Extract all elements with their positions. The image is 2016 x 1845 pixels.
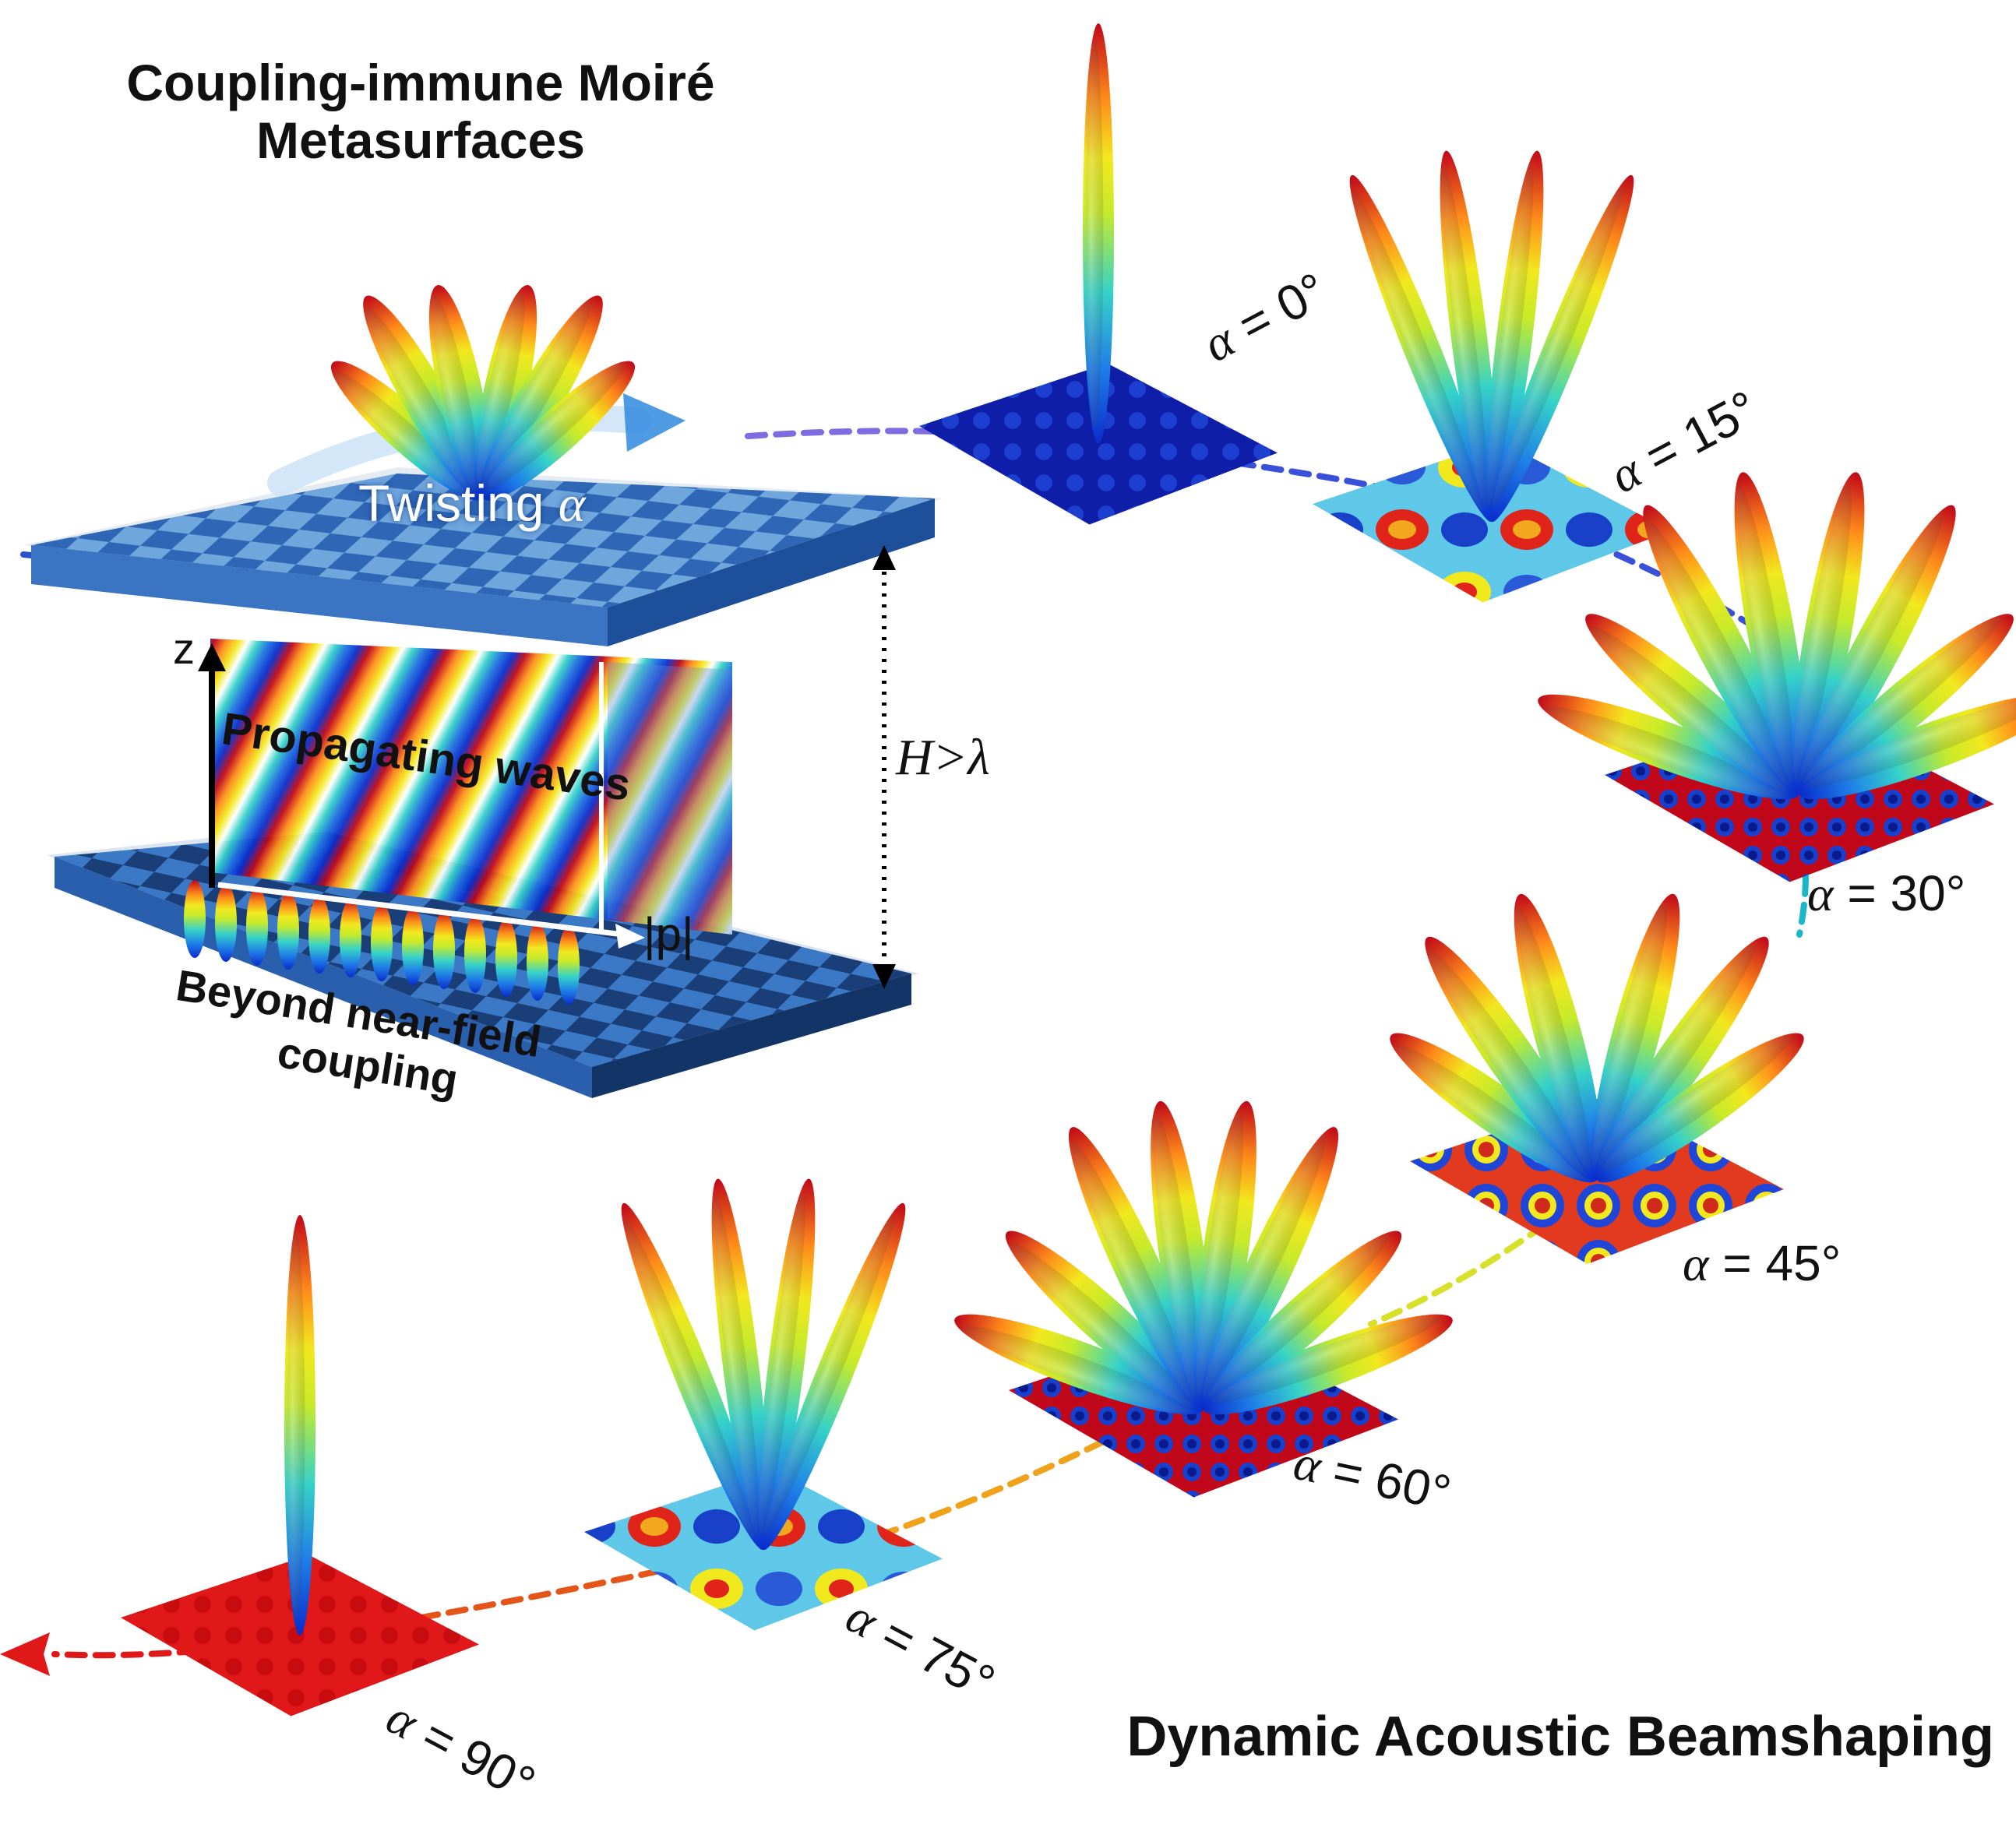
beam-lobe bbox=[481, 361, 636, 501]
metasurface-beams bbox=[330, 284, 636, 501]
beam-lobe bbox=[1595, 1033, 1804, 1183]
beam-lobes bbox=[1390, 893, 1804, 1183]
beam-lobe bbox=[1203, 1314, 1453, 1415]
angle-label-a30: α = 30° bbox=[1807, 864, 1965, 923]
beam-lobe bbox=[1799, 694, 2016, 800]
beam-lobe bbox=[1425, 936, 1599, 1181]
beam-lobes bbox=[284, 1215, 315, 1636]
beam-lobe bbox=[1440, 150, 1498, 523]
pressure-label: |p| bbox=[643, 908, 694, 960]
beam-lobe bbox=[1349, 174, 1494, 523]
angle-value: = 45° bbox=[1708, 1235, 1842, 1291]
beam-lobe bbox=[1595, 936, 1769, 1181]
alpha-symbol: α bbox=[1807, 866, 1834, 921]
twisting-symbol: α bbox=[558, 476, 586, 533]
angle-label-a45: α = 45° bbox=[1683, 1234, 1841, 1293]
arrow-head bbox=[0, 1632, 50, 1676]
beam-lobe bbox=[1202, 1231, 1402, 1412]
main-title-line1: Coupling-immune Moiré bbox=[126, 54, 715, 111]
beam-lobe bbox=[1193, 1100, 1256, 1410]
beam-lobes bbox=[621, 1178, 906, 1551]
bottom-title: Dynamic Acoustic Beamshaping bbox=[1126, 1706, 1994, 1768]
beam-lobe bbox=[1798, 614, 2014, 797]
beam-lobe bbox=[1200, 1127, 1339, 1410]
p-axis-arrow bbox=[217, 662, 645, 949]
beam-lobe bbox=[1514, 893, 1603, 1181]
beam-lobe bbox=[1068, 1127, 1207, 1410]
main-title-line2: Metasurfaces bbox=[256, 111, 585, 169]
panel-a60 bbox=[954, 1100, 1453, 1498]
beam-lobes bbox=[1083, 23, 1114, 444]
twisting-text: Twisting bbox=[358, 474, 559, 532]
angle-value: = 30° bbox=[1833, 865, 1966, 921]
panel-a0 bbox=[919, 23, 1278, 525]
beam-lobe bbox=[757, 1178, 816, 1551]
height-arrow bbox=[872, 545, 896, 989]
top-metasurface bbox=[23, 467, 943, 646]
beam-lobe bbox=[711, 1178, 770, 1551]
twisting-label: Twisting α bbox=[358, 474, 585, 534]
beam-lobes bbox=[1349, 150, 1634, 523]
beam-lobe bbox=[761, 1202, 906, 1551]
panel-a90 bbox=[121, 1215, 479, 1716]
beam-lobe bbox=[1083, 23, 1114, 444]
panel-a30 bbox=[1538, 472, 2016, 882]
beam-lobes bbox=[954, 1100, 1453, 1415]
panel-a75 bbox=[584, 1178, 943, 1631]
main-title: Coupling-immune Moiré Metasurfaces bbox=[117, 54, 724, 170]
beam-lobe bbox=[1585, 614, 1801, 797]
beam-lobe bbox=[1734, 472, 1808, 795]
z-axis-arrow bbox=[198, 643, 226, 888]
beam-lobe bbox=[1489, 174, 1634, 523]
alpha-symbol: α bbox=[1683, 1236, 1709, 1291]
beam-lobes bbox=[1538, 472, 2016, 800]
beam-lobe bbox=[621, 1202, 766, 1551]
beam-lobe bbox=[474, 284, 537, 499]
near-field-lobes bbox=[184, 880, 580, 1005]
z-axis-label: z bbox=[173, 624, 195, 673]
beam-lobe bbox=[284, 1215, 315, 1636]
beam-lobe bbox=[1796, 505, 1956, 795]
panel-a15 bbox=[1313, 150, 1671, 603]
beam-lobe bbox=[1643, 505, 1803, 795]
beam-lobe bbox=[1538, 694, 1800, 800]
beam-lobe bbox=[1591, 893, 1680, 1181]
beam-lobe bbox=[1390, 1033, 1598, 1183]
beam-lobe bbox=[954, 1314, 1204, 1415]
height-label: H>λ bbox=[896, 729, 990, 786]
beam-lobe bbox=[1486, 150, 1544, 523]
panel-a45 bbox=[1390, 893, 1804, 1264]
beam-lobe bbox=[1005, 1231, 1205, 1412]
beam-lobe bbox=[1791, 472, 1865, 795]
beam-panels bbox=[121, 23, 2016, 1716]
